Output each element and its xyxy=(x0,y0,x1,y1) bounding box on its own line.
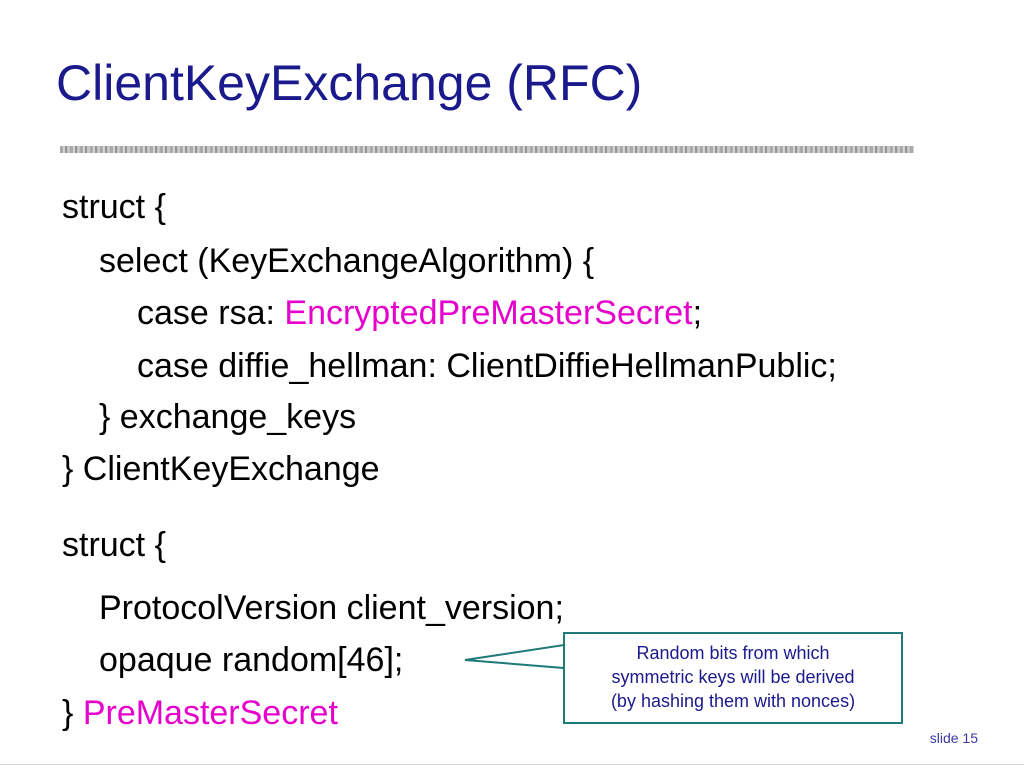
code-line-select-close: } exchange_keys xyxy=(99,398,357,436)
case-rsa-prefix: case rsa: xyxy=(137,294,285,332)
code-line-struct2-open: struct { xyxy=(62,526,166,564)
slide-number: slide 15 xyxy=(929,730,978,746)
random-bits-callout: Random bits from which symmetric keys wi… xyxy=(563,632,903,724)
encrypted-pre-master-secret-highlight: EncryptedPreMasterSecret xyxy=(284,294,693,332)
bottom-divider xyxy=(0,764,1024,765)
pre-master-secret-highlight: PreMasterSecret xyxy=(82,694,338,732)
code-line-select: select (KeyExchangeAlgorithm) { xyxy=(99,242,595,280)
case-rsa-suffix: ; xyxy=(692,294,703,332)
code-line-struct2-close: } PreMasterSecret xyxy=(62,696,338,730)
code-line-version: ProtocolVersion client_version; xyxy=(99,589,564,627)
code-line-struct1-open: struct { xyxy=(62,188,166,226)
callout-line-3: (by hashing them with nonces) xyxy=(610,691,856,711)
code-line-case-rsa: case rsa: EncryptedPreMasterSecret; xyxy=(137,296,702,330)
code-line-case-dh: case diffie_hellman: ClientDiffieHellman… xyxy=(137,347,837,385)
code-line-struct1-close: } ClientKeyExchange xyxy=(62,450,380,488)
struct2-close-brace: } xyxy=(62,694,83,732)
title-divider xyxy=(60,146,914,153)
callout-line-2: symmetric keys will be derived xyxy=(611,667,855,687)
slide-title: ClientKeyExchange (RFC) xyxy=(56,55,643,111)
callout-line-1: Random bits from which xyxy=(636,643,830,663)
code-line-random: opaque random[46]; xyxy=(99,641,404,679)
